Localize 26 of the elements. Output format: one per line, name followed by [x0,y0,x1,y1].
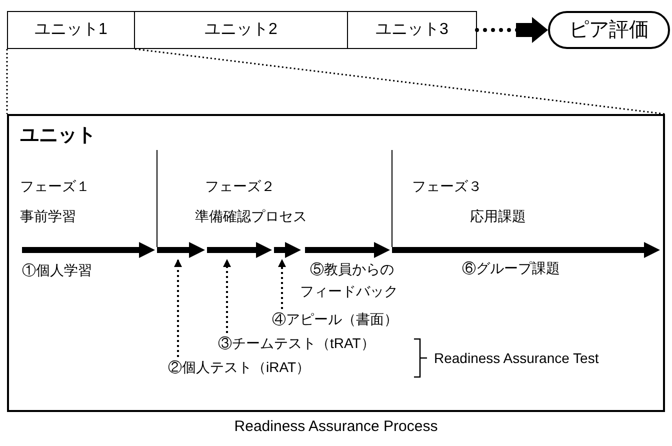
zoom-line [223,259,231,333]
timeline-arrow [22,241,662,259]
phase-label: フェーズ３ [412,177,482,196]
unit-panel [7,114,665,412]
phase-title: 準備確認プロセス [195,207,307,226]
step-label: ①個人学習 [22,261,92,280]
arrow [475,17,550,43]
zoom-line [174,259,182,357]
phase-label: フェーズ２ [205,177,275,196]
step-label: ④アピール（書面） [272,311,398,327]
step-label: ⑥グループ課題 [462,259,560,278]
unit-label: ユニット1 [34,20,108,40]
phase-title: 応用課題 [470,207,526,226]
zoom-line [278,259,286,309]
panel-heading: ユニット [20,124,96,148]
unit-label: ユニット3 [376,20,448,40]
step-label: ⑤教員からのフィードバック [300,260,399,301]
zoom-line [6,48,666,115]
caption: Readiness Assurance Process [233,417,439,437]
unit-label: ユニット2 [204,20,278,40]
evaluation-label: ピア評価 [569,18,649,43]
step-label: ③チームテスト（tRAT） [218,335,375,351]
phase-label: フェーズ１ [20,177,90,196]
step-label: ②個人テスト（iRAT） [168,359,310,375]
phase-title: 事前学習 [20,207,76,226]
group-label: Readiness Assurance Test [434,349,599,368]
